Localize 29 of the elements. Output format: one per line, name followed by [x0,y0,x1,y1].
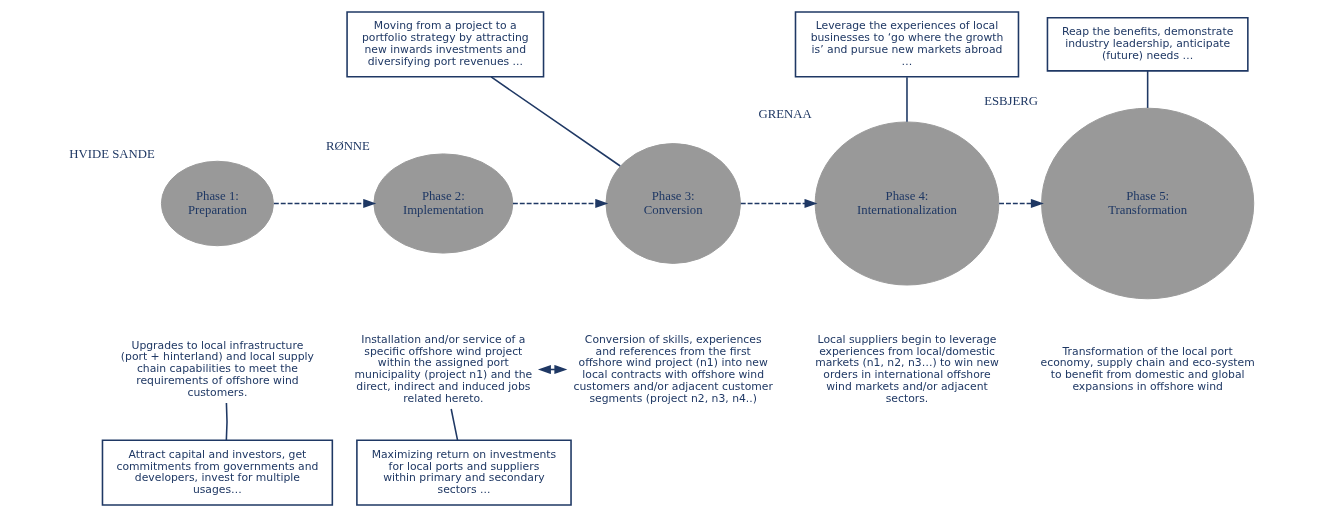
node-text: Local suppliers begin to leverage experiences from local/domestic markets (n1, n2, n3…) to win new orders in international offshore wind markets and/or adjacent sectors. [814,332,999,405]
node-label: RØNNE [325,139,370,154]
node-box: Maximizing return on investments for local ports and suppliers within primary and secondary sectors ... [355,439,572,506]
arrow [272,198,376,209]
node-ellipse: Phase 3: Conversion [604,143,741,264]
node-ellipse: Phase 2: Implementation [372,153,513,254]
node-box: Moving from a project to a portfolio strategy by attracting new inwards investments and diversifying port revenues ... [345,11,544,78]
node-box: Attract capital and investors, get commitments from governments and developers, invest for multiple usages… [101,439,333,506]
node-ellipse: Phase 4: Internationalization [814,121,999,286]
arrow [511,198,608,209]
node-text: Upgrades to local infrastructure (port + hinterland) and local supply chain capabilities to meet the requirements of offshore wind customers. [120,338,314,399]
connector [1146,70,1148,109]
node-ellipse: Phase 1: Preparation [160,160,274,247]
node-label: GRENAA [758,107,812,122]
connector [225,402,228,441]
node-box: Leverage the experiences of local businesses to ‘go where the growth is’ and pursue new markets abroad … [794,11,1019,78]
arrow [537,364,567,375]
node-text: Conversion of skills, experiences and references from the first offshore wind project (n1) into new local contracts with offshore wind customers and/or adjacent customer segments (project n2, n3, n4..) [573,332,773,405]
connector [449,408,458,441]
connector [905,76,908,123]
node-box: Reap the benefits, demonstrate industry leadership, anticipate (future) needs … [1046,17,1249,72]
arrow [739,198,817,209]
node-label: HVIDE SANDE [68,146,155,161]
arrow [997,198,1044,209]
node-text: Transformation of the local port economy, supply chain and eco-system to benefit from domestic and global expansions in offshore wind [1040,344,1255,393]
node-ellipse: Phase 5: Transformation [1040,107,1254,300]
connector [489,76,621,167]
node-label: ESBJERG [983,93,1038,108]
node-text: Installation and/or service of a specific offshore wind project within the assigned port municipality (project n1) and the direct, indirect and induced jobs related hereto. [354,332,532,405]
